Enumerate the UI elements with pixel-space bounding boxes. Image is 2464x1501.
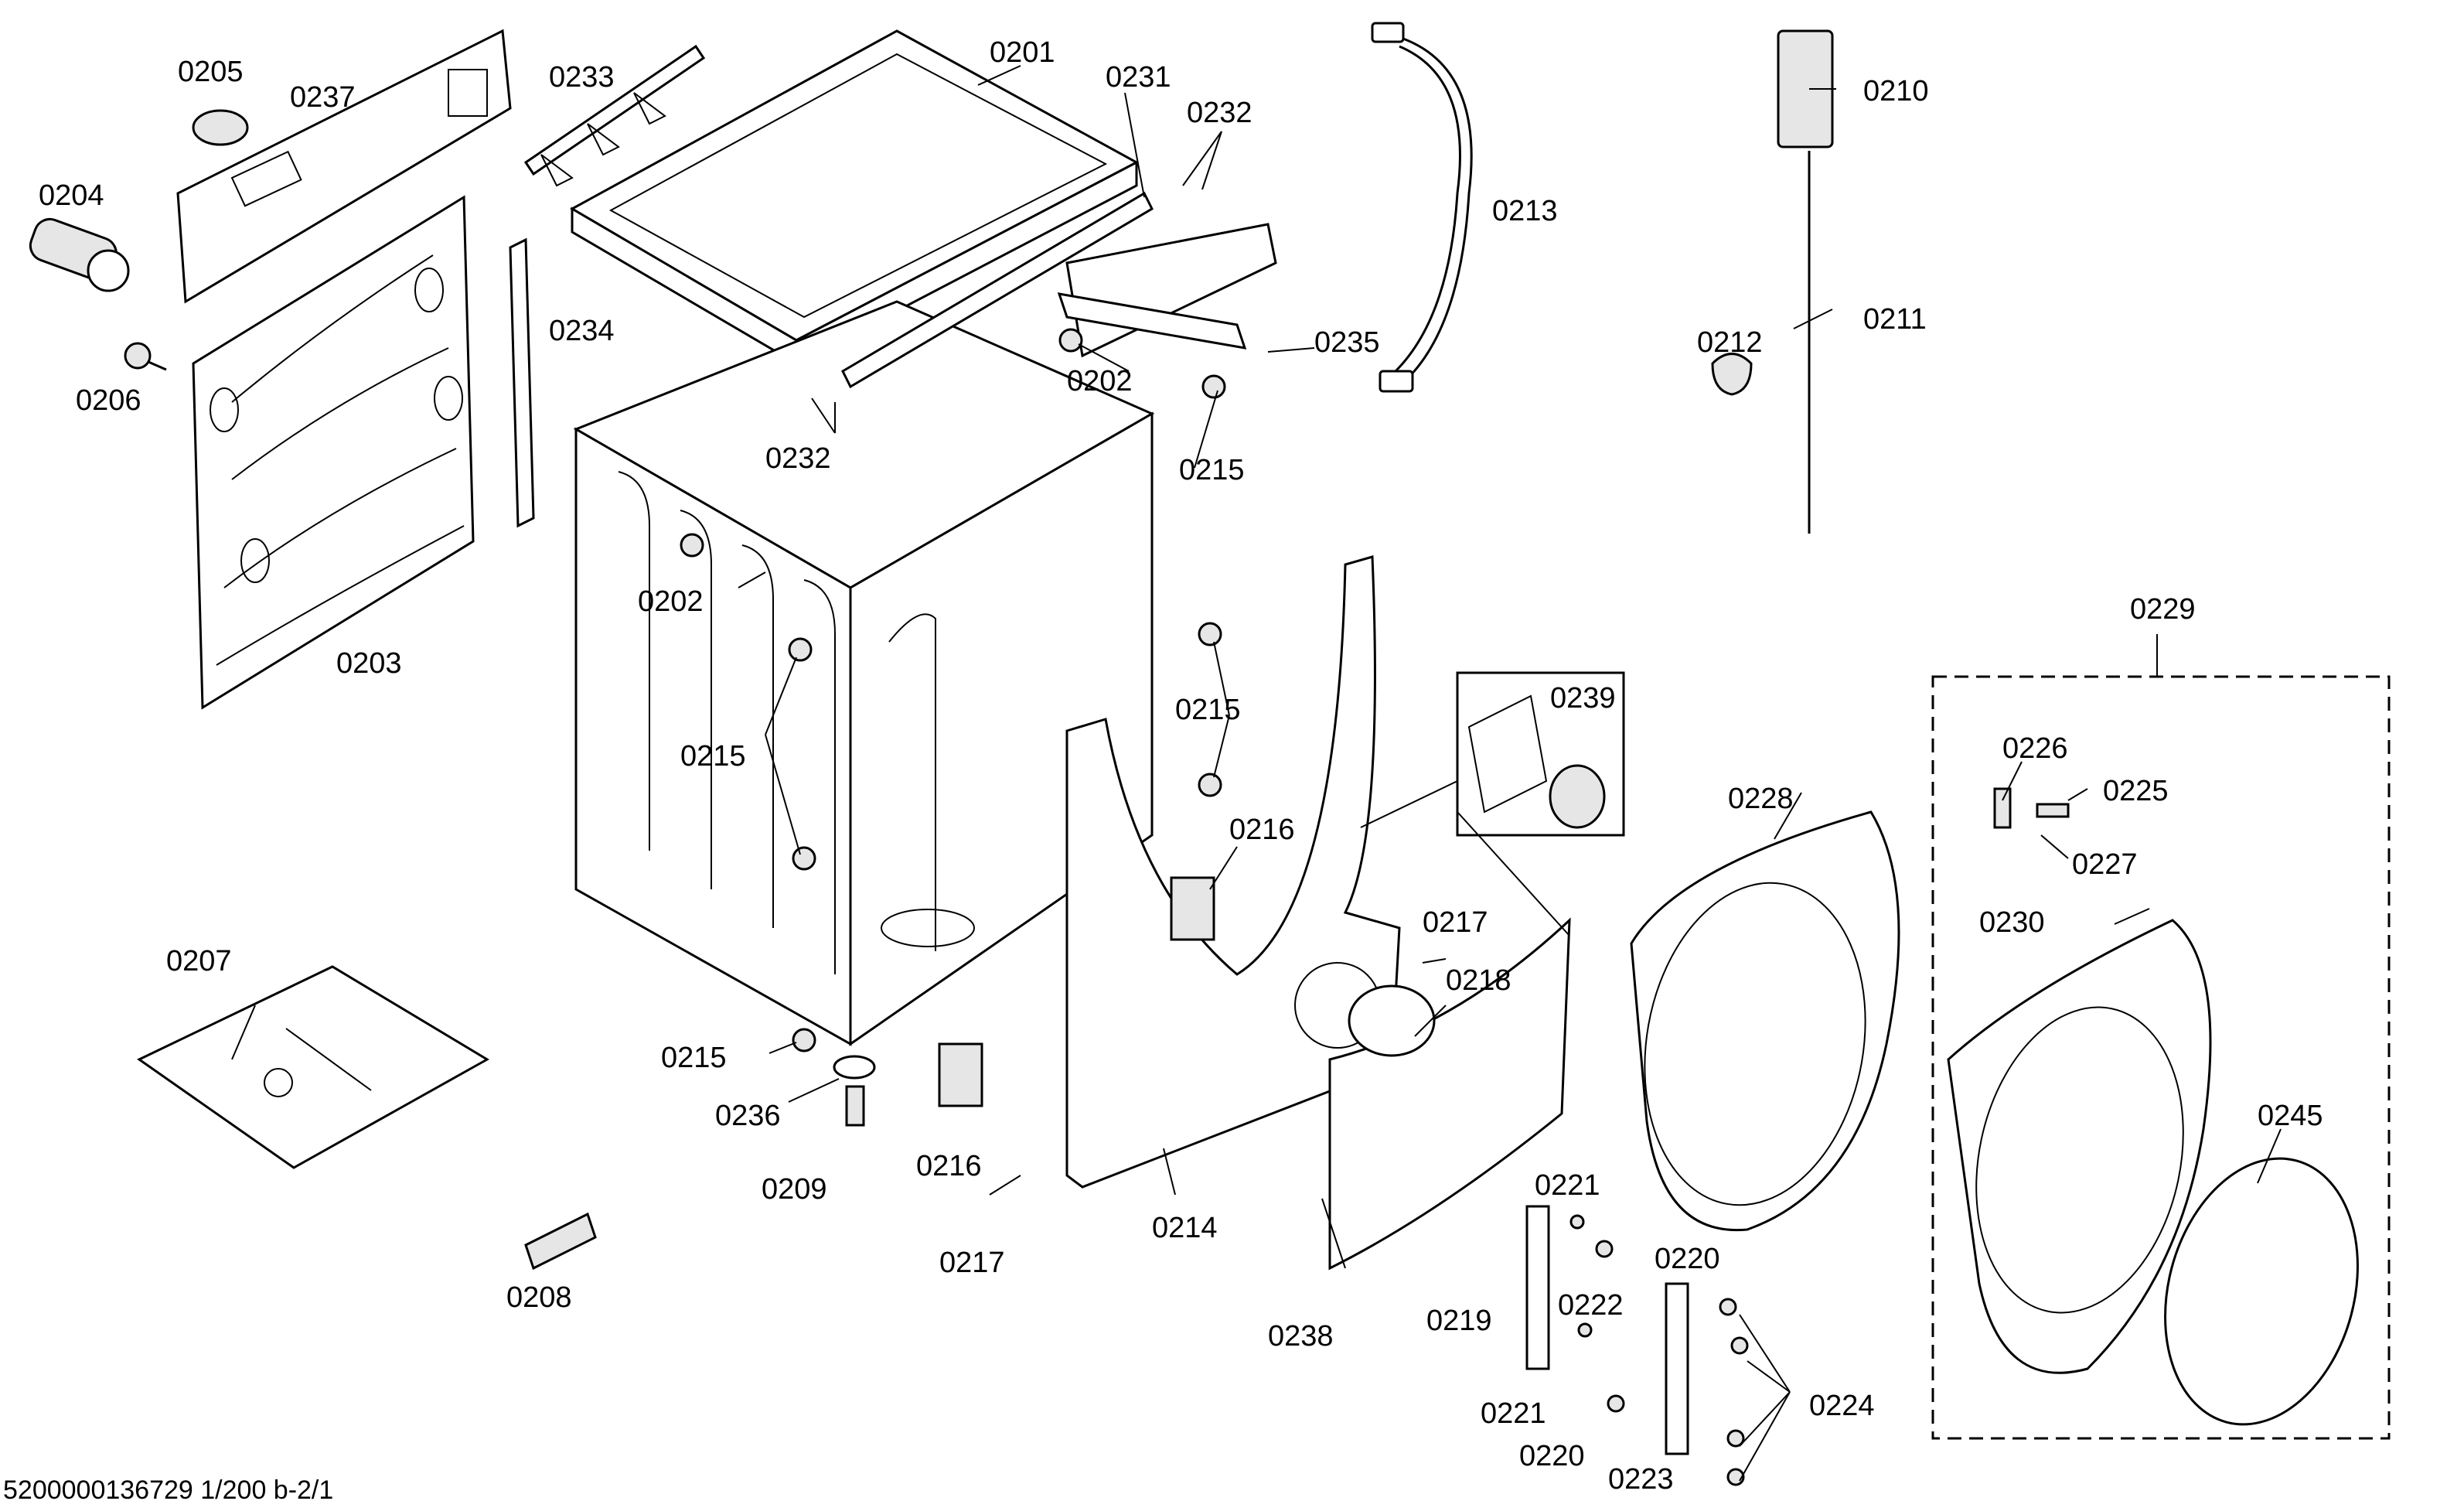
part-0233-strip (523, 44, 706, 187)
label-0238: 0238 (1268, 1320, 1334, 1353)
part-labels: 0201 0231 0232 0233 0237 0205 0204 0206 … (39, 36, 2323, 1496)
part-0239-inset (1360, 671, 1625, 936)
label-0208: 0208 (506, 1281, 572, 1314)
label-0216-left: 0216 (916, 1150, 982, 1182)
label-0213: 0213 (1492, 195, 1558, 227)
label-0232-mid: 0232 (765, 442, 831, 475)
label-0206: 0206 (76, 384, 141, 417)
label-0237: 0237 (290, 81, 356, 114)
label-0218: 0218 (1446, 964, 1511, 997)
label-0220-bottom: 0220 (1519, 1440, 1585, 1472)
label-0212: 0212 (1697, 326, 1763, 359)
label-0228: 0228 (1728, 783, 1794, 815)
label-0236: 0236 (715, 1100, 781, 1132)
part-0237-rear-panel-top (176, 29, 512, 304)
label-0209: 0209 (762, 1173, 827, 1206)
label-0202-top: 0202 (1067, 365, 1133, 397)
label-0234: 0234 (549, 315, 615, 347)
label-0235: 0235 (1314, 326, 1380, 359)
label-0227: 0227 (2072, 848, 2138, 881)
label-0210: 0210 (1863, 75, 1929, 107)
label-0222: 0222 (1558, 1289, 1624, 1322)
label-0221-top: 0221 (1535, 1169, 1600, 1202)
part-0215-0202-gaskets (680, 328, 1226, 1052)
label-0215-right: 0215 (1175, 694, 1241, 726)
label-0224: 0224 (1809, 1390, 1875, 1422)
part-0234-rail (509, 237, 535, 528)
label-0239: 0239 (1550, 682, 1616, 715)
part-0216-hinges (938, 876, 1215, 1107)
label-0220-top: 0220 (1655, 1243, 1720, 1275)
label-0226: 0226 (2002, 732, 2068, 765)
label-0233: 0233 (549, 61, 615, 94)
part-0229-door-assembly (1931, 675, 2391, 1440)
label-0211: 0211 (1863, 303, 1927, 336)
part-0213-cable (1371, 22, 1473, 393)
label-0204: 0204 (39, 179, 104, 212)
label-0219: 0219 (1426, 1305, 1492, 1337)
label-0207: 0207 (166, 945, 232, 977)
label-0202-mid: 0202 (638, 585, 704, 618)
label-0229: 0229 (2130, 593, 2196, 626)
leader-lines (231, 65, 2282, 1482)
label-0223: 0223 (1608, 1463, 1674, 1496)
part-0207-bag (137, 965, 489, 1169)
part-0205-bracket (192, 109, 249, 146)
part-0204-pump (29, 217, 130, 292)
label-0205: 0205 (178, 56, 244, 88)
label-0214: 0214 (1152, 1212, 1218, 1244)
label-0231: 0231 (1106, 61, 1171, 94)
label-0217-left: 0217 (939, 1247, 1005, 1279)
label-0245: 0245 (2258, 1100, 2323, 1132)
part-0219-0224-hardware (1525, 1205, 1749, 1486)
label-0216-right: 0216 (1229, 814, 1295, 846)
part-0209-foot (833, 1055, 876, 1127)
part-0208-bracket (524, 1212, 597, 1271)
label-0221-bottom: 0221 (1481, 1397, 1546, 1430)
label-0215-left: 0215 (680, 740, 746, 773)
label-0215-top: 0215 (1179, 454, 1245, 486)
label-0225: 0225 (2103, 775, 2169, 807)
part-0231-0235-rails (841, 191, 1277, 389)
part-0203-rear-wall (192, 195, 475, 710)
footer-reference: 5200000136729 1/200 b-2/1 (3, 1475, 333, 1501)
part-0228-door-frame (1630, 810, 1900, 1232)
part-0210-lock (1711, 29, 1834, 534)
label-0215-bottom: 0215 (661, 1042, 727, 1074)
part-0206-screw (124, 342, 167, 371)
label-0232-top: 0232 (1187, 97, 1252, 129)
part-cabinet (573, 300, 1155, 1046)
label-0201: 0201 (990, 36, 1055, 69)
label-0217-right: 0217 (1423, 906, 1488, 939)
label-0203: 0203 (336, 647, 402, 680)
label-0230: 0230 (1979, 906, 2045, 939)
part-0238-plinth (1328, 917, 1571, 1271)
